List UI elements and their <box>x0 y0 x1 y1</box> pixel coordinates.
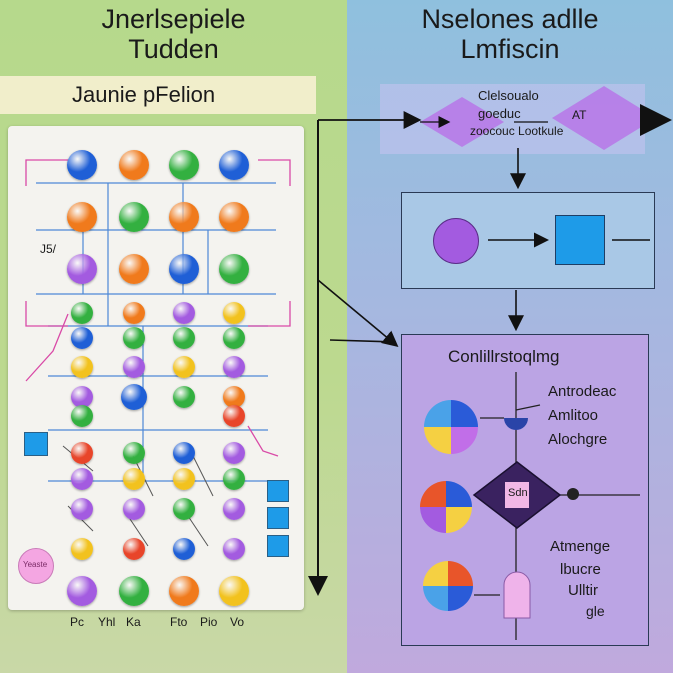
pink-blob: Yeaste <box>18 548 54 584</box>
bottom-card <box>503 571 531 619</box>
central-diamond-card <box>505 482 529 508</box>
right-square-marker-3 <box>267 535 289 557</box>
left-subtitle: Jaunie pFelion <box>72 82 216 107</box>
pink-blob-label: Yeaste <box>23 560 48 569</box>
grid-dot <box>169 576 199 606</box>
right-square-marker-2 <box>267 507 289 529</box>
footer-label-2: Yhl <box>98 615 116 629</box>
dot-grid-panel <box>8 126 304 610</box>
analysis-label-4: Atmenge <box>550 538 611 555</box>
grid-dot <box>223 356 245 378</box>
left-title-line1: Jnerlsepiele <box>101 4 246 34</box>
footer-label-5: Pio <box>200 615 218 629</box>
pie-chart-2 <box>420 481 472 533</box>
grid-dot <box>71 498 93 520</box>
central-diamond-text: Sdn <box>508 487 528 499</box>
right-title-line2: Lmfiscin <box>460 34 560 64</box>
decision-diamond-right <box>552 86 656 150</box>
grid-dot <box>71 327 93 349</box>
grid-dot <box>119 254 149 284</box>
footer-label-6: Vo <box>230 615 245 629</box>
grid-dot <box>173 442 195 464</box>
grid-dot <box>173 468 195 490</box>
grid-dot <box>169 202 199 232</box>
grid-dot <box>123 302 145 324</box>
grid-dot <box>71 538 93 560</box>
decision-text-line1: Clelsoualo <box>478 88 539 103</box>
decision-text-line3: zoocouc Lootkule <box>470 124 564 138</box>
grid-dot <box>223 386 245 408</box>
grid-dot <box>223 442 245 464</box>
grid-dot <box>219 202 249 232</box>
grid-dot <box>119 576 149 606</box>
decision-text-line2: goeduc <box>478 106 521 121</box>
grid-dot <box>173 498 195 520</box>
grid-dot <box>71 302 93 324</box>
grid-dot <box>173 302 195 324</box>
process-circle <box>433 218 479 264</box>
grid-dot <box>169 254 199 284</box>
grid-dot <box>71 386 93 408</box>
footer-label-4: Fto <box>170 615 188 629</box>
grid-dot <box>223 327 245 349</box>
analysis-label-7: gle <box>586 603 605 619</box>
left-side-label: J5/ <box>40 242 57 256</box>
grid-dot <box>223 538 245 560</box>
grid-dot <box>219 150 249 180</box>
grid-dot <box>67 150 97 180</box>
footer-label-3: Ka <box>126 615 141 629</box>
left-title-line2: Tudden <box>128 34 219 64</box>
grid-dot <box>223 405 245 427</box>
decision-text-side: AT <box>572 108 587 122</box>
grid-dot <box>67 202 97 232</box>
footer-label-1: Pc <box>70 615 85 629</box>
grid-dot <box>173 386 195 408</box>
pie-chart-3 <box>423 561 473 611</box>
left-square-marker <box>24 432 48 456</box>
grid-dot <box>223 468 245 490</box>
right-square-marker-1 <box>267 480 289 502</box>
grid-dot <box>119 202 149 232</box>
grid-dot <box>169 150 199 180</box>
analysis-label-6: Ulltir <box>568 582 598 599</box>
grid-dot <box>71 468 93 490</box>
grid-dot <box>71 356 93 378</box>
pie-chart-1 <box>424 400 478 454</box>
decision-diamond-left <box>420 97 504 147</box>
process-square <box>555 215 605 265</box>
analysis-label-5: lbucre <box>560 561 601 578</box>
analysis-panel-title: Conlillrstoqlmg <box>448 347 560 366</box>
exit-arrowhead <box>640 104 672 136</box>
grid-dot <box>121 384 147 410</box>
grid-dot <box>223 302 245 324</box>
grid-dot <box>123 498 145 520</box>
grid-dot <box>173 327 195 349</box>
left-subtitle-bar: Jaunie pFelion <box>0 76 316 114</box>
grid-dot <box>173 356 195 378</box>
grid-dot <box>219 254 249 284</box>
grid-dot <box>123 356 145 378</box>
grid-dot <box>123 327 145 349</box>
grid-dot <box>71 405 93 427</box>
analysis-label-2: Amlitoo <box>548 407 599 424</box>
analysis-label-1: Antrodeac <box>548 383 617 400</box>
grid-dot <box>123 442 145 464</box>
grid-dot <box>123 468 145 490</box>
analysis-label-3: Alochgre <box>548 431 608 448</box>
grid-dot <box>123 538 145 560</box>
grid-dot <box>67 254 97 284</box>
grid-dot <box>119 150 149 180</box>
half-disc-marker <box>504 418 528 430</box>
grid-dot <box>173 538 195 560</box>
grid-dot <box>219 576 249 606</box>
connector-dot <box>567 488 579 500</box>
right-title-line1: Nselones adlle <box>421 4 599 34</box>
grid-dot <box>223 498 245 520</box>
grid-dot <box>67 576 97 606</box>
grid-dot <box>71 442 93 464</box>
